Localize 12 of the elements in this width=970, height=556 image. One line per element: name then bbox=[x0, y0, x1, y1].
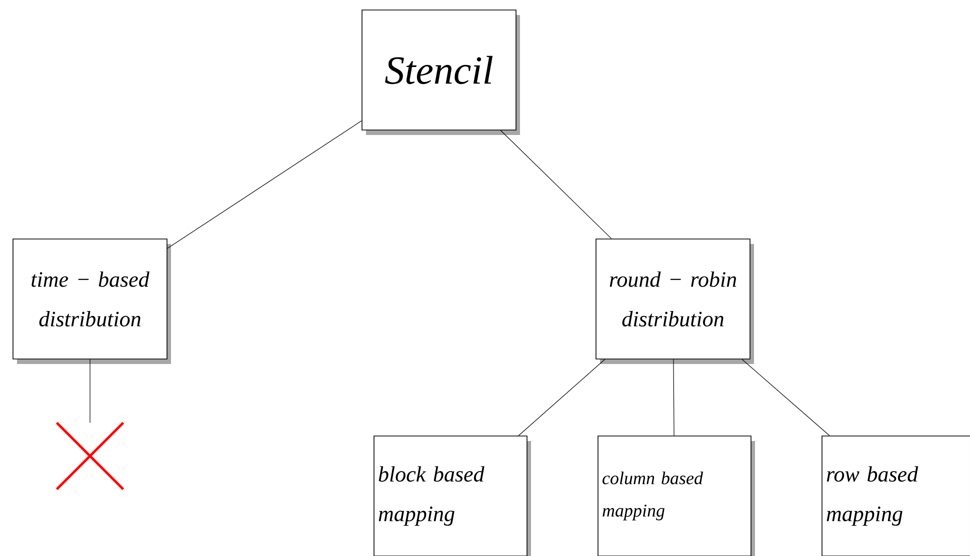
connector-line bbox=[518, 359, 606, 436]
connector-line bbox=[167, 120, 362, 249]
process-box: column based mapping bbox=[598, 436, 752, 556]
connector-line bbox=[673, 359, 674, 436]
process-box: row based mapping bbox=[822, 436, 970, 556]
process-box: Stencil bbox=[362, 10, 516, 130]
connector-line bbox=[742, 359, 830, 436]
process-box: block based mapping bbox=[374, 436, 528, 556]
process-box: time − based distribution bbox=[12, 238, 168, 360]
cross-mark bbox=[56, 422, 124, 490]
process-box: round − robin distribution bbox=[596, 238, 750, 360]
connector-line bbox=[500, 130, 612, 239]
